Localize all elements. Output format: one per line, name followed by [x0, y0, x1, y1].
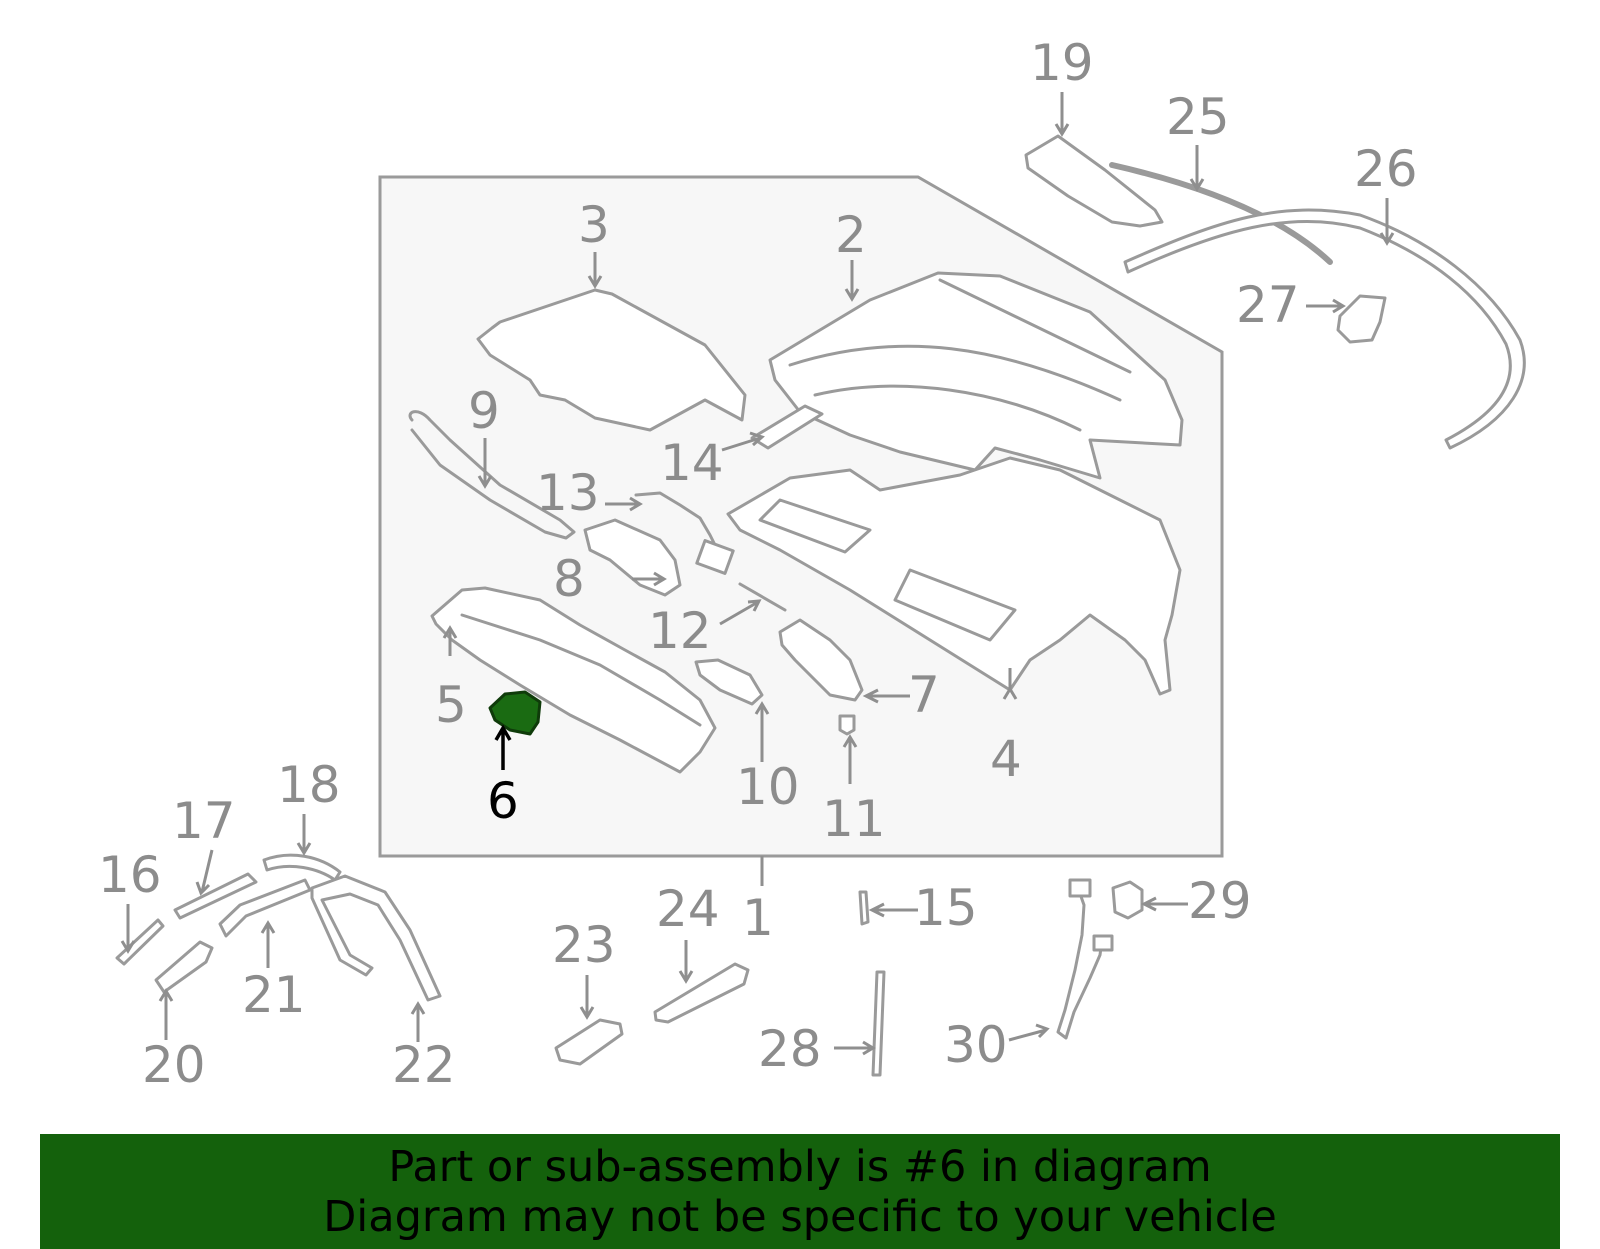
part-18-trim[interactable]	[262, 853, 342, 882]
callout-12[interactable]: 12	[648, 602, 712, 660]
part-8-motor[interactable]	[583, 518, 682, 597]
part-19-trim[interactable]	[1024, 134, 1164, 228]
part-5-ridge	[460, 613, 702, 727]
part-4-frame[interactable]	[726, 456, 1182, 696]
part-7-bracket[interactable]	[778, 618, 864, 702]
part-6-highlighted[interactable]	[488, 690, 542, 736]
banner-line-disclaimer: Diagram may not be specific to your vehi…	[323, 1191, 1277, 1242]
part-28-strut[interactable]	[871, 970, 886, 1077]
callout-30[interactable]: 30	[944, 1016, 1008, 1074]
part-5-rear-panel[interactable]	[430, 586, 717, 774]
callout-10[interactable]: 10	[736, 758, 800, 816]
callout-4[interactable]: 4	[990, 730, 1022, 788]
callout-13[interactable]: 13	[536, 464, 600, 522]
part-4-details	[758, 498, 1017, 642]
part-13-cable[interactable]	[634, 491, 717, 547]
part-2-seams	[788, 278, 1132, 432]
callout-15[interactable]: 15	[914, 879, 978, 937]
callout-28[interactable]: 28	[758, 1020, 822, 1078]
callout-21[interactable]: 21	[242, 966, 306, 1024]
callout-labels: 1 2 3 4 5 6 7 8 9 10 11 12 13 14 15 16 1…	[98, 34, 1418, 1094]
part-9-trim[interactable]	[408, 410, 576, 540]
callout-22[interactable]: 22	[392, 1036, 456, 1094]
part-12-rod[interactable]	[738, 582, 787, 612]
callout-18[interactable]: 18	[277, 756, 341, 814]
part-30-harness[interactable]	[1056, 886, 1104, 1040]
part-26-rail[interactable]	[1123, 208, 1526, 450]
part-27-clip[interactable]	[1336, 294, 1387, 344]
part-14-strip[interactable]	[750, 404, 824, 450]
part-17-trim[interactable]	[173, 872, 258, 920]
part-23-pad[interactable]	[554, 1018, 624, 1066]
part-22-arch[interactable]	[310, 874, 442, 1002]
callout-5[interactable]: 5	[435, 676, 467, 734]
callout-16[interactable]: 16	[98, 846, 162, 904]
callout-1[interactable]: 1	[742, 889, 774, 947]
part-30-connector-a	[1068, 878, 1092, 898]
part-30-connector-b	[1092, 934, 1114, 952]
part-25-seal[interactable]	[1109, 162, 1333, 265]
part-15-clip[interactable]	[858, 890, 870, 926]
part-20-trim[interactable]	[154, 940, 214, 994]
callout-11[interactable]: 11	[822, 790, 886, 848]
callout-19[interactable]: 19	[1030, 34, 1094, 92]
callout-25[interactable]: 25	[1166, 88, 1230, 146]
callout-23[interactable]: 23	[552, 916, 616, 974]
callout-9[interactable]: 9	[468, 382, 500, 440]
info-banner: Part or sub-assembly is #6 in diagram Di…	[40, 1134, 1560, 1249]
banner-line-part-info: Part or sub-assembly is #6 in diagram	[388, 1141, 1212, 1192]
callout-20[interactable]: 20	[142, 1036, 206, 1094]
callout-3[interactable]: 3	[578, 196, 610, 254]
part-3-headliner[interactable]	[476, 288, 747, 432]
callout-17[interactable]: 17	[172, 792, 236, 850]
part-11-bolt[interactable]	[838, 714, 856, 736]
callout-24[interactable]: 24	[656, 880, 720, 938]
callout-7[interactable]: 7	[908, 666, 940, 724]
part-13-connector	[695, 539, 735, 575]
part-29-switch[interactable]	[1111, 880, 1144, 920]
callout-8[interactable]: 8	[553, 550, 585, 608]
part-10-bracket[interactable]	[694, 658, 764, 706]
callout-14[interactable]: 14	[660, 434, 724, 492]
callout-27[interactable]: 27	[1236, 276, 1300, 334]
callout-29[interactable]: 29	[1188, 872, 1252, 930]
callout-2[interactable]: 2	[835, 206, 867, 264]
part-2-top-cover[interactable]	[768, 271, 1184, 480]
part-21-trim[interactable]	[218, 878, 312, 938]
part-24-handle[interactable]	[653, 962, 750, 1024]
leader-arrows	[120, 92, 1395, 1056]
callout-6[interactable]: 6	[487, 772, 519, 830]
callout-26[interactable]: 26	[1354, 140, 1418, 198]
